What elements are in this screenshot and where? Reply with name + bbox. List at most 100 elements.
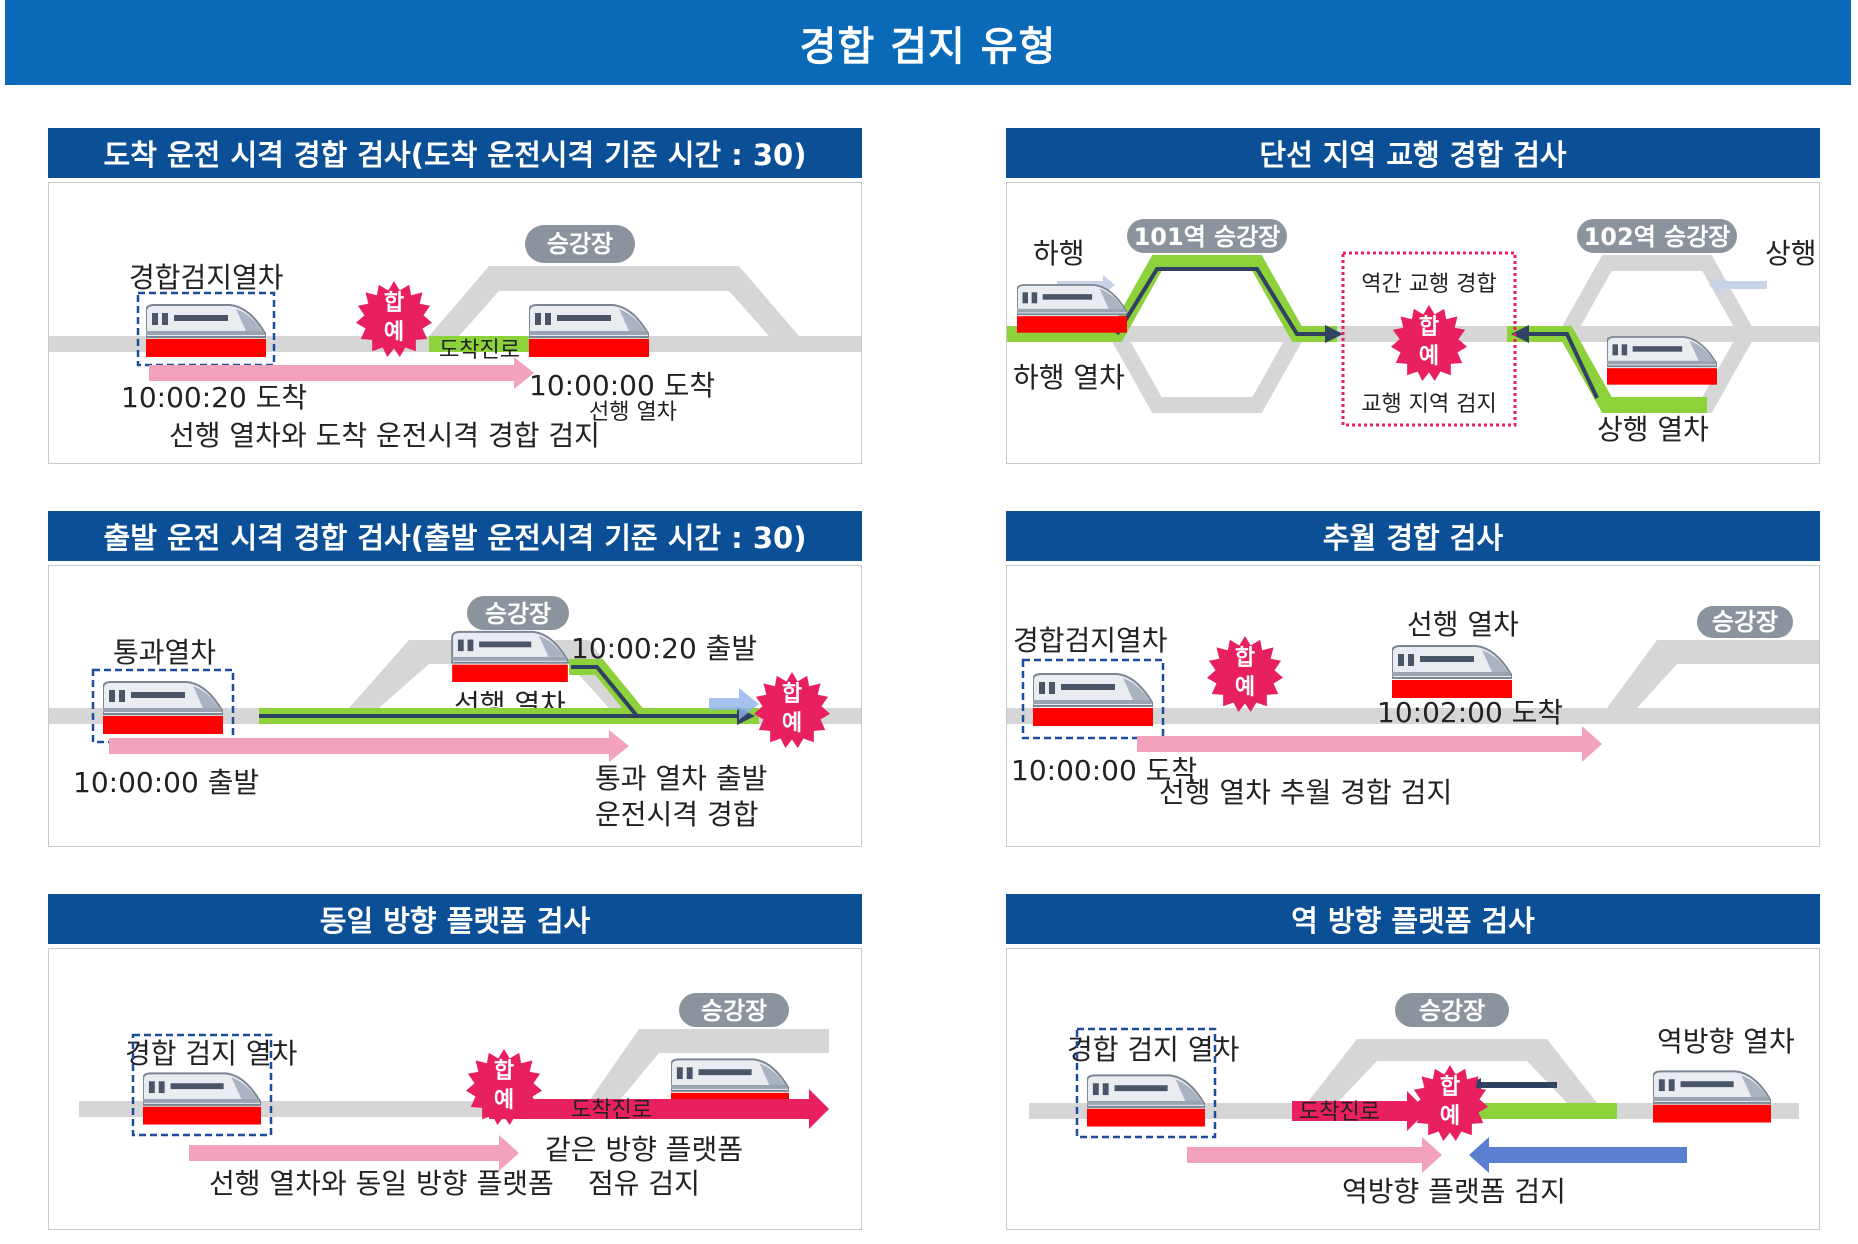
burst-conflict: 합 예 — [754, 672, 830, 748]
burst-conflict: 합 예 — [1391, 305, 1467, 381]
time-arrival-2: 10:00:00 도착 — [529, 369, 715, 402]
svg-text:예: 예 — [782, 711, 802, 736]
down-train-label: 하행 열차 — [1013, 361, 1125, 394]
check-train — [1087, 1074, 1205, 1127]
platform-pill: 승강장 — [525, 225, 635, 263]
dark-arrow — [1467, 1078, 1557, 1092]
time-arrival-1: 10:02:00 도착 — [1377, 696, 1563, 729]
svg-text:합: 합 — [494, 1058, 514, 1084]
check-train-label: 경합 검지 열차 — [125, 1037, 297, 1070]
up-label: 상행 — [1765, 237, 1817, 270]
route-arrow — [1292, 1091, 1427, 1131]
platform-siding — [429, 266, 799, 336]
check-train — [1033, 673, 1153, 726]
platform-pill: 승강장 — [467, 596, 569, 630]
pink-arrow — [149, 357, 534, 389]
platform-green — [1477, 1103, 1617, 1119]
platform-siding — [1307, 1039, 1597, 1103]
svg-text:예: 예 — [1440, 1104, 1460, 1129]
pink-arrow — [1187, 1137, 1442, 1173]
burst-conflict: 합 예 — [1207, 636, 1283, 712]
svg-text:예: 예 — [1419, 344, 1439, 369]
lead-train — [1392, 645, 1512, 698]
platform-siding — [589, 1029, 829, 1101]
panel-caption: 역방향 플랫폼 검지 — [1342, 1175, 1566, 1208]
route-label: 도착진로 — [439, 338, 520, 363]
station-pill-102: 102역 승강장 — [1577, 219, 1737, 253]
svg-text:승강장: 승강장 — [547, 230, 613, 258]
caption-1: 통과 열차 출발 — [595, 762, 767, 795]
panel-body: 승강장 경합검지열차 선행 열차 합 예 10:02:00 도착 10:00:0… — [1006, 565, 1820, 847]
panel-body: 승강장 경합 검지 열차 도착진로 합 예 같은 방향 플랫폼 점유 검지 선행… — [48, 948, 862, 1230]
panel-title: 추월 경합 검사 — [1006, 511, 1820, 561]
svg-text:102역 승강장: 102역 승강장 — [1584, 223, 1731, 251]
reverse-train-label: 역방향 열차 — [1657, 1025, 1795, 1058]
svg-text:합: 합 — [1419, 314, 1439, 340]
panel-same-direction-platform: 동일 방향 플랫폼 검사 승강장 경합 검지 열차 도착진로 합 예 같은 방향… — [48, 894, 862, 1230]
svg-text:합: 합 — [384, 290, 404, 316]
check-train-label: 경합 검지 열차 — [1067, 1033, 1239, 1066]
pink-arrow — [109, 730, 629, 762]
svg-text:승강장: 승강장 — [1712, 608, 1778, 636]
panel-single-track-crossing: 단선 지역 교행 경합 검사 101역 승강장 102역 승강장 하행 상행 — [1006, 128, 1820, 464]
panel-caption: 선행 열차와 도착 운전시격 경합 검지 — [169, 419, 600, 452]
panel-overtaking: 추월 경합 검사 승강장 경합검지열차 선행 열차 합 예 10:02:00 도… — [1006, 511, 1820, 847]
up-route-arrow — [1511, 325, 1529, 343]
route-arrow — [489, 1089, 829, 1129]
route-label: 도착진로 — [1299, 1100, 1380, 1125]
svg-text:합: 합 — [782, 681, 802, 707]
svg-text:승강장: 승강장 — [485, 600, 551, 628]
down-route-arrow — [1325, 325, 1343, 343]
down-train — [1017, 284, 1127, 333]
panel-departure-headway: 출발 운전 시격 경합 검사(출발 운전시격 기준 시간 : 30) 승강장 1… — [48, 511, 862, 847]
box-line-1: 역간 교행 경합 — [1361, 272, 1496, 297]
page-title: 경합 검지 유형 — [5, 0, 1851, 85]
svg-text:101역 승강장: 101역 승강장 — [1134, 223, 1281, 251]
time-arrival-1: 10:00:20 도착 — [121, 381, 307, 414]
lead-train — [529, 304, 649, 357]
check-train-box — [1021, 658, 1165, 740]
down-label: 하행 — [1033, 237, 1085, 270]
platform-pill: 승강장 — [679, 993, 789, 1027]
pass-train-label: 통과열차 — [113, 636, 216, 669]
panel-title: 단선 지역 교행 경합 검사 — [1006, 128, 1820, 178]
platform-siding — [1607, 640, 1819, 708]
panel-body: 승강장 경합검지열차 도착진로 합 예 10:00:20 도착 10:00:00… — [48, 182, 862, 464]
check-train-box — [131, 1033, 273, 1137]
pink-arrow — [189, 1135, 519, 1171]
main-track — [1007, 708, 1819, 724]
panel-title: 출발 운전 시격 경합 검사(출발 운전시격 기준 시간 : 30) — [48, 511, 862, 561]
panel-body: 승강장 10:00:20 출발 선행 열차 통과열차 합 예 10:00:00 … — [48, 565, 862, 847]
blue-hint-arrow — [709, 688, 759, 720]
time-departure-2: 10:00:00 출발 — [73, 766, 259, 799]
burst-conflict: 합 예 — [1412, 1065, 1488, 1141]
check-train — [143, 1072, 261, 1125]
caption-2: 운전시격 경합 — [595, 798, 758, 831]
reverse-train — [1653, 1070, 1771, 1123]
check-train-label: 경합검지열차 — [1013, 624, 1168, 657]
panel-caption: 선행 열차 추월 경합 검지 — [1159, 776, 1452, 809]
blue-arrow — [1469, 1137, 1687, 1173]
svg-text:예: 예 — [384, 320, 404, 345]
svg-text:승강장: 승강장 — [701, 997, 767, 1025]
svg-text:예: 예 — [494, 1088, 514, 1113]
svg-text:합: 합 — [1235, 645, 1255, 671]
caption-2: 점유 검지 — [588, 1167, 700, 1200]
platform-pill: 승강장 — [1697, 606, 1793, 638]
panel-title: 역 방향 플랫폼 검사 — [1006, 894, 1820, 944]
check-train-box — [1075, 1027, 1217, 1139]
panel-arrival-headway: 도착 운전 시격 경합 검사(도착 운전시격 기준 시간 : 30) 승강장 경… — [48, 128, 862, 464]
check-train — [146, 304, 266, 357]
up-route-line — [1527, 332, 1599, 399]
time-arrival-2: 10:00:00 도착 — [1011, 754, 1197, 787]
svg-text:예: 예 — [1235, 675, 1255, 700]
svg-text:승강장: 승강장 — [1419, 997, 1485, 1025]
lead-train — [451, 630, 569, 682]
svg-text:합: 합 — [1440, 1074, 1460, 1100]
up-direction-arrow — [1709, 275, 1767, 295]
station-pill-101: 101역 승강장 — [1127, 219, 1287, 253]
up-train-label: 상행 열차 — [1597, 413, 1709, 446]
crossing-zone-box — [1341, 251, 1517, 427]
panel-body: 101역 승강장 102역 승강장 하행 상행 하행 열차 상행 열차 역간 교… — [1006, 182, 1820, 464]
panel-reverse-direction-platform: 역 방향 플랫폼 검사 승강장 경합 검지 열차 역방향 열차 도착진로 합 예 — [1006, 894, 1820, 1230]
